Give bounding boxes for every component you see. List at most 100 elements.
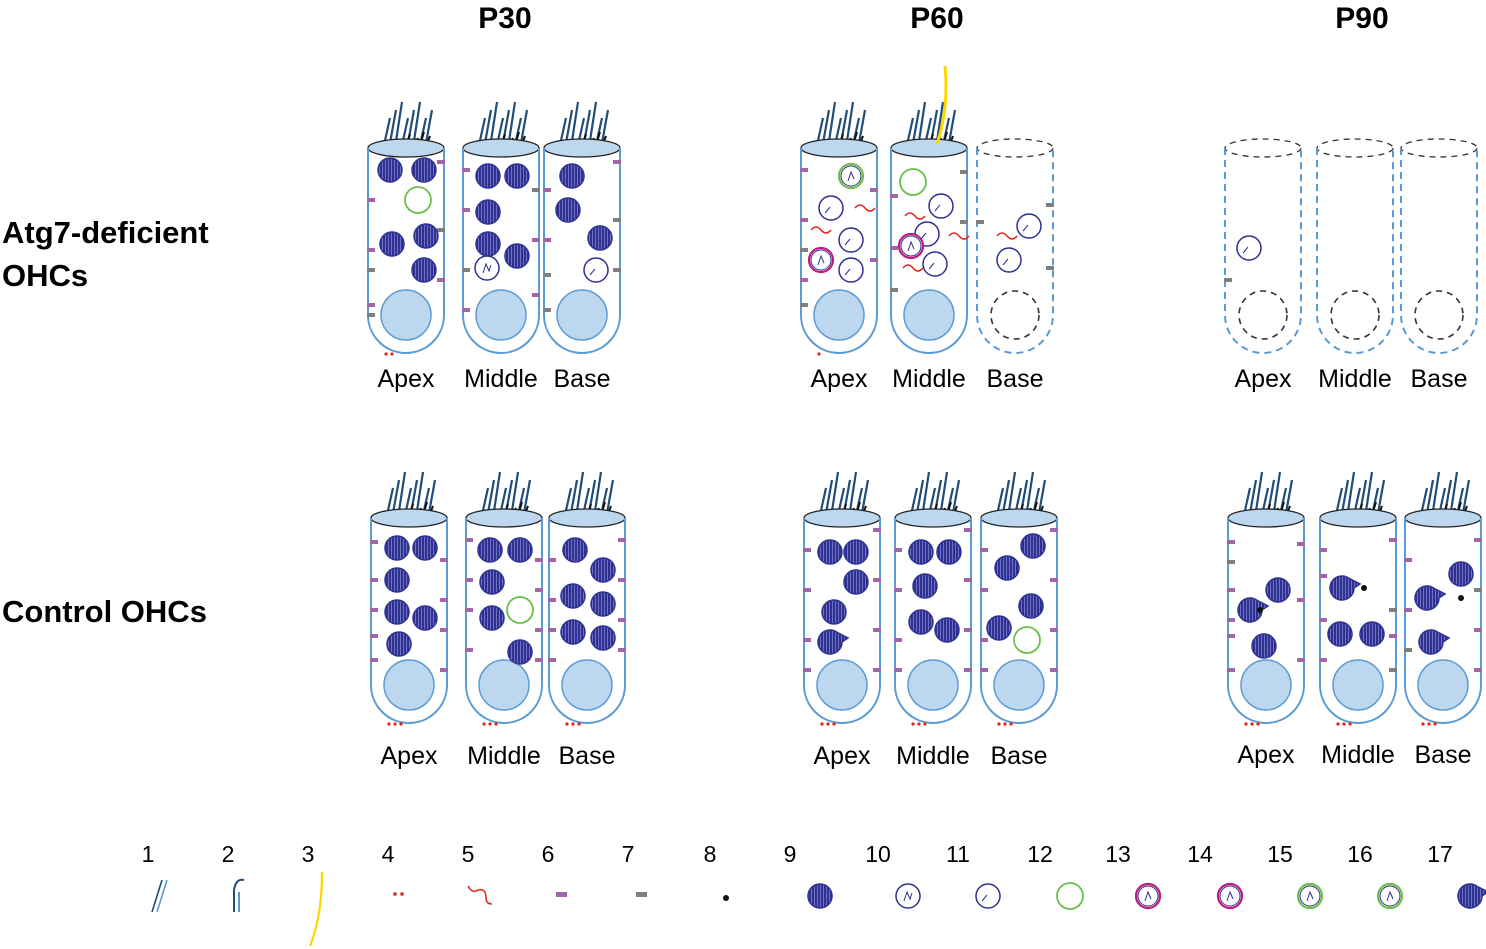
cuticular-plate bbox=[1224, 138, 1302, 158]
hatched-organelle bbox=[384, 567, 410, 593]
column-title-p30: P30 bbox=[478, 2, 531, 35]
black-dot bbox=[1361, 585, 1367, 591]
nucleus bbox=[380, 289, 432, 341]
red-dot bbox=[1009, 722, 1013, 726]
inner-membrane bbox=[1137, 885, 1159, 907]
purple-mark bbox=[370, 634, 378, 638]
inner-membrane bbox=[810, 249, 832, 271]
empty-vesicle bbox=[818, 195, 844, 221]
position-label-middle: Middle bbox=[1321, 741, 1395, 769]
gray-mark bbox=[960, 220, 968, 224]
nucleus bbox=[556, 289, 608, 341]
outer-hair-cell bbox=[548, 471, 626, 726]
gray-mark bbox=[976, 220, 984, 224]
purple-mark bbox=[370, 540, 378, 544]
cuticular-plate bbox=[894, 508, 972, 528]
hatched-organelle bbox=[377, 157, 403, 183]
cuticular-plate bbox=[890, 138, 968, 158]
purple-mark bbox=[1227, 588, 1235, 592]
position-label-base: Base bbox=[991, 742, 1048, 770]
vesicle-content bbox=[928, 262, 935, 270]
hatched-organelle bbox=[994, 555, 1020, 581]
purple-mark bbox=[465, 648, 473, 652]
outer-hair-cell bbox=[980, 471, 1058, 726]
magenta-autolysosome bbox=[807, 246, 835, 274]
legend-number: 10 bbox=[865, 841, 891, 867]
cell-body-outline bbox=[1316, 148, 1394, 354]
hatched-organelle bbox=[908, 539, 934, 565]
purple-mark bbox=[437, 160, 445, 164]
hatched-organelle bbox=[504, 163, 530, 189]
hatched-organelle bbox=[562, 537, 588, 563]
purple-mark bbox=[462, 308, 470, 312]
cell-body-outline bbox=[890, 148, 968, 354]
purple-mark bbox=[1227, 668, 1235, 672]
vesicle-content bbox=[903, 890, 913, 902]
purple-mark bbox=[465, 538, 473, 542]
legend-red-dot-icon bbox=[393, 892, 397, 896]
empty-vesicle bbox=[996, 247, 1022, 273]
red-fragment bbox=[902, 264, 924, 272]
purple-mark bbox=[964, 668, 972, 672]
legend-organelle-icon bbox=[1296, 882, 1324, 910]
purple-mark bbox=[440, 558, 448, 562]
cuticular-plate bbox=[980, 508, 1058, 528]
empty-vesicle bbox=[583, 257, 609, 283]
gray-mark bbox=[1389, 668, 1397, 672]
position-label-apex: Apex bbox=[814, 742, 871, 770]
red-dot bbox=[832, 722, 836, 726]
purple-mark bbox=[548, 658, 556, 662]
purple-mark bbox=[535, 628, 543, 632]
purple-mark bbox=[462, 168, 470, 172]
green-vesicle bbox=[404, 186, 432, 214]
red-dot bbox=[917, 722, 921, 726]
cell-body-outline bbox=[465, 518, 543, 724]
hatched-organelle bbox=[1359, 621, 1385, 647]
cell-body-outline bbox=[367, 148, 445, 354]
red-dot bbox=[817, 352, 821, 356]
cuticular-plate bbox=[1227, 508, 1305, 528]
purple-mark bbox=[543, 188, 551, 192]
nucleus bbox=[813, 289, 865, 341]
gray-mark bbox=[462, 268, 470, 272]
engulfing-vesicle bbox=[817, 629, 850, 655]
purple-mark bbox=[440, 628, 448, 632]
red-dot bbox=[399, 722, 403, 726]
purple-mark bbox=[964, 628, 972, 632]
purple-mark bbox=[548, 628, 556, 632]
hatched-organelle bbox=[384, 599, 410, 625]
cell-body-outline bbox=[894, 518, 972, 724]
hatched-organelle bbox=[587, 225, 613, 251]
gray-mark bbox=[532, 188, 540, 192]
cell-grid bbox=[367, 65, 1482, 726]
outer-hair-cell bbox=[543, 101, 621, 354]
purple-mark bbox=[370, 608, 378, 612]
hatched-organelle bbox=[908, 609, 934, 635]
engulfing-vesicle bbox=[1457, 883, 1486, 909]
gray-mark bbox=[1224, 278, 1232, 282]
purple-mark bbox=[370, 578, 378, 582]
green-vesicle bbox=[1013, 626, 1041, 654]
purple-mark bbox=[873, 528, 881, 532]
purple-mark bbox=[1050, 578, 1058, 582]
purple-mark bbox=[894, 668, 902, 672]
red-dot bbox=[384, 352, 388, 356]
purple-mark bbox=[873, 668, 881, 672]
hatched-organelle bbox=[504, 243, 530, 269]
hatched-organelle bbox=[477, 537, 503, 563]
open-vesicle bbox=[474, 255, 500, 281]
hatched-organelle bbox=[1251, 633, 1277, 659]
hatched-organelle bbox=[986, 615, 1012, 641]
gray-mark bbox=[367, 268, 375, 272]
red-dot bbox=[482, 722, 486, 726]
green-vesicle bbox=[899, 168, 927, 196]
legend-gray-mark-icon bbox=[636, 892, 647, 897]
empty-vesicle bbox=[1236, 235, 1262, 261]
legend-number: 12 bbox=[1027, 841, 1053, 867]
outer-hair-cell bbox=[890, 65, 970, 354]
legend-number: 9 bbox=[784, 841, 797, 867]
outer-hair-cell bbox=[800, 101, 878, 356]
red-dot bbox=[1003, 722, 1007, 726]
nucleus bbox=[383, 659, 435, 711]
cuticular-plate bbox=[548, 508, 626, 528]
